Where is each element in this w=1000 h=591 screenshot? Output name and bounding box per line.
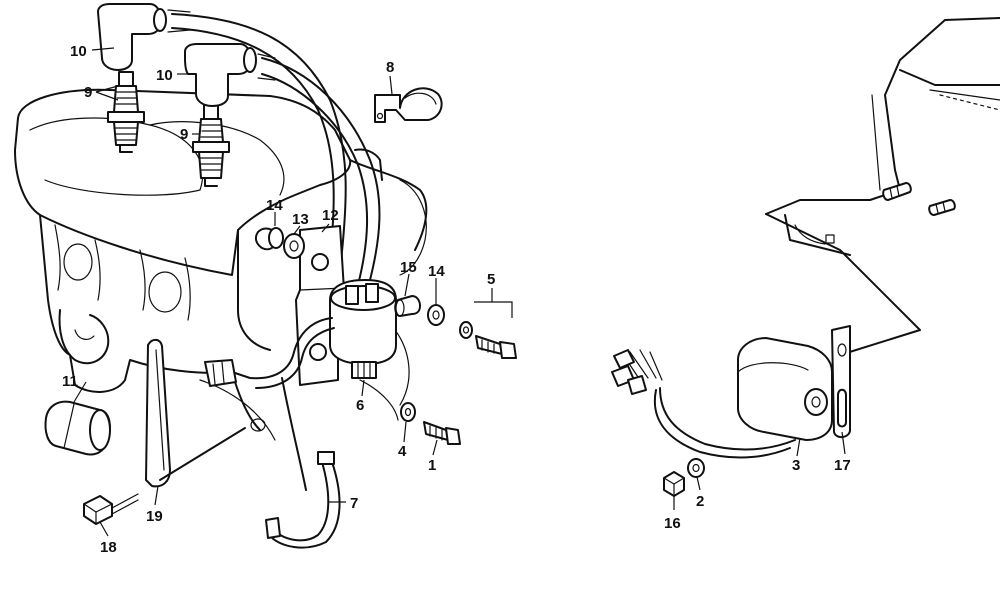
- callout-5: 5: [487, 271, 495, 288]
- callout-14-upper: 14: [266, 197, 283, 214]
- callout-3: 3: [792, 457, 800, 474]
- callout-7: 7: [350, 495, 358, 512]
- leader-lines: [73, 47, 846, 537]
- nut-16: [663, 471, 685, 497]
- spark-plug-cap-right: [184, 43, 257, 107]
- callout-11: 11: [62, 373, 78, 390]
- callout-4: 4: [398, 443, 407, 460]
- lock-washer-4: [400, 402, 416, 422]
- cdi-module: [737, 337, 833, 441]
- coil-lead-wire: [204, 317, 335, 389]
- callout-2: 2: [696, 493, 704, 510]
- callout-10-left: 10: [70, 43, 87, 60]
- callout-14-lower: 14: [428, 263, 445, 280]
- hold-down-strap: [145, 338, 246, 488]
- mounting-bracket-17: [831, 325, 851, 438]
- cdi-wire-harness: [611, 349, 796, 459]
- spark-plug-right: [192, 104, 230, 187]
- callout-12: 12: [322, 207, 339, 224]
- callout-8: 8: [386, 59, 394, 76]
- bolt-assembly-5: [459, 321, 517, 359]
- callout-15: 15: [400, 259, 417, 276]
- callout-labels: 10 10 9 9 8 14 13 12 15 14 5 6 4 1 7 11 …: [62, 43, 851, 556]
- engine-block: [14, 88, 428, 441]
- spacer-15: [394, 295, 421, 317]
- callout-6: 6: [356, 397, 364, 414]
- spark-plug-left: [107, 71, 145, 153]
- callout-18: 18: [100, 539, 117, 556]
- callout-16: 16: [664, 515, 681, 532]
- screw-18: [83, 493, 139, 525]
- callout-17: 17: [834, 457, 851, 474]
- flat-washer-14: [427, 304, 445, 326]
- chassis-frame: [765, 17, 1000, 356]
- callout-13: 13: [292, 211, 309, 228]
- callout-10-right: 10: [156, 67, 173, 84]
- callout-9-left: 9: [84, 84, 92, 101]
- washer-2: [687, 458, 705, 478]
- callout-9-right: 9: [180, 126, 188, 143]
- washer-upper: [268, 227, 284, 249]
- spark-plug-cap-left: [97, 3, 167, 71]
- bolt-1: [423, 421, 461, 445]
- wire-strap: [265, 377, 341, 549]
- wire-clip-bracket: [374, 87, 443, 123]
- callout-1: 1: [428, 457, 436, 474]
- callout-19: 19: [146, 508, 163, 525]
- insulating-sleeve: [44, 400, 111, 456]
- ignition-wires: [167, 9, 381, 286]
- ignition-coil: [329, 279, 397, 379]
